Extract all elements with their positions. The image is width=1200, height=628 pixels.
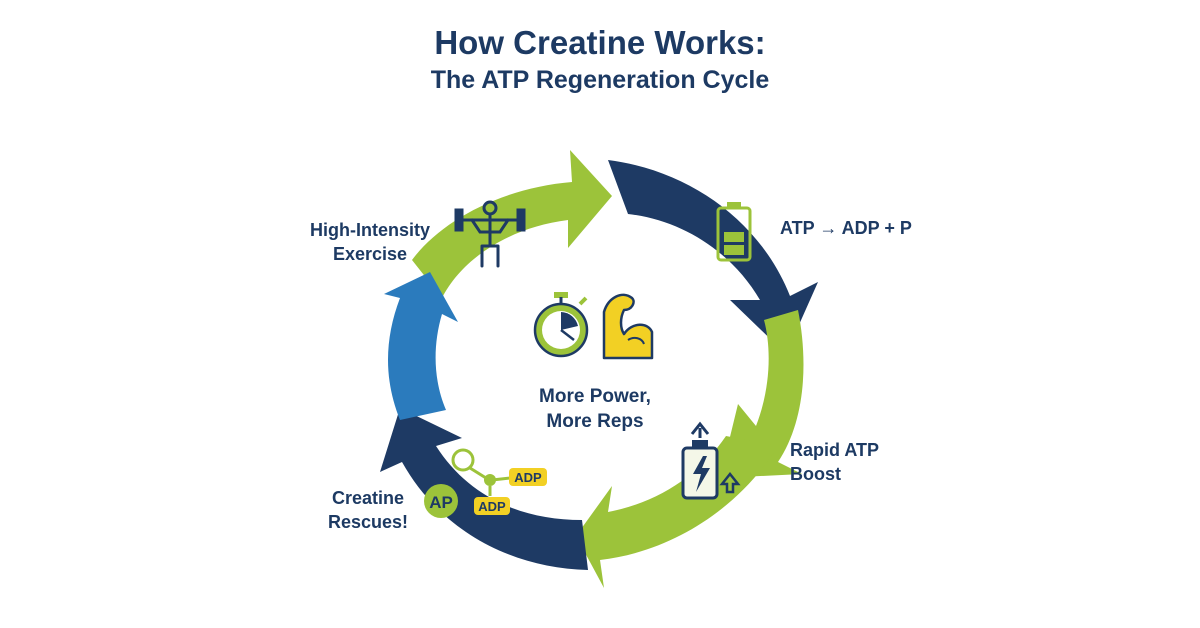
adp-tag-bottom: ADP — [478, 499, 506, 514]
title-line-2: The ATP Regeneration Cycle — [430, 66, 770, 94]
adp-tag-top: ADP — [514, 470, 542, 485]
cycle-arrow-blue-left — [384, 272, 458, 420]
weightlifter-icon — [454, 200, 526, 268]
cycle-arrow-green-top — [412, 150, 612, 298]
step-label-rapid-boost: Rapid ATP Boost — [790, 440, 879, 484]
title-line-1: How Creatine Works: — [434, 24, 766, 61]
stopwatch-icon — [533, 292, 589, 358]
low-battery-icon — [716, 202, 752, 262]
cycle-arrow-navy-right — [608, 160, 818, 354]
step-label-exercise: High-Intensity Exercise — [310, 220, 430, 264]
phosphate-transfer-icon: AP ADP ADP — [424, 448, 547, 518]
cycle-arrow-navy-left — [380, 408, 588, 570]
step-label-creatine-rescues: Creatine Rescues! — [327, 488, 409, 532]
flexed-arm-icon — [602, 293, 654, 360]
cycle-arrow-green-right — [720, 310, 804, 478]
ap-tag: AP — [429, 493, 453, 512]
cycle-arrow-green-bottom — [576, 436, 778, 588]
step-label-atp-breakdown: ATP → ADP + P — [780, 218, 912, 238]
center-message: More Power, More Reps — [539, 386, 651, 432]
charging-battery-icon — [681, 421, 741, 500]
